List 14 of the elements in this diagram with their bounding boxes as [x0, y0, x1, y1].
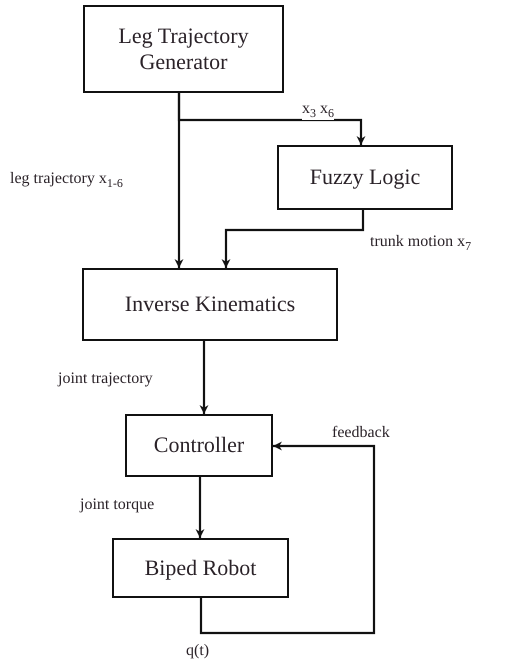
edge-label: joint torque [80, 496, 154, 514]
edge-label: joint trajectory [58, 370, 153, 388]
process-box: Biped Robot [112, 538, 289, 598]
arrow [174, 93, 184, 268]
edge-label: q(t) [186, 642, 210, 660]
arrow [200, 341, 208, 414]
arrow [196, 477, 204, 538]
process-box: Controller [125, 414, 273, 477]
arrow [222, 210, 364, 268]
process-box: Leg Trajectory Generator [83, 5, 284, 93]
process-box: Inverse Kinematics [82, 268, 338, 341]
edge-label: leg trajectory x$_{1-6}$ [10, 170, 123, 190]
arrow [200, 442, 376, 634]
process-box: Fuzzy Logic [277, 145, 453, 210]
